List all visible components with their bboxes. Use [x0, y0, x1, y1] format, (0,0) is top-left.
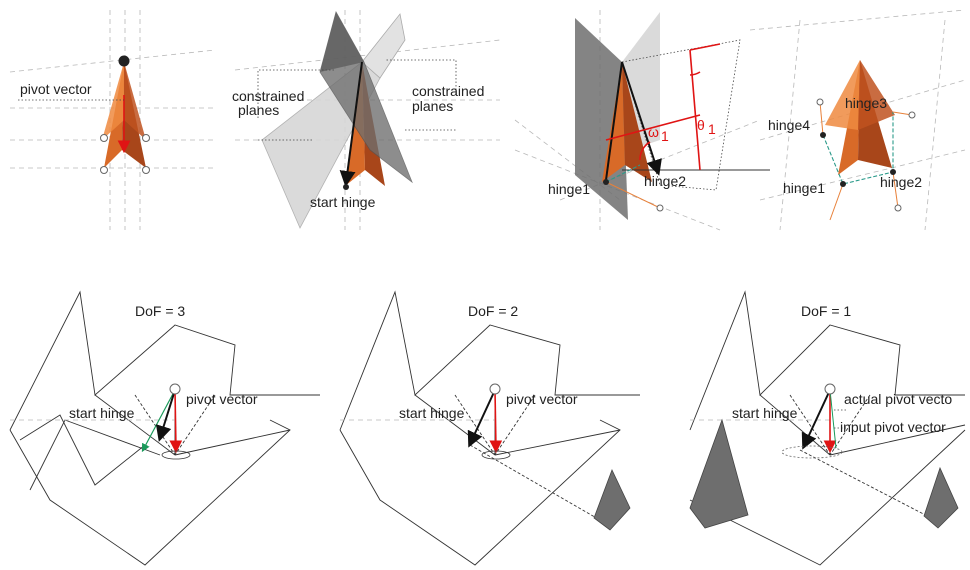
- hinge1-label: hinge1: [783, 180, 825, 196]
- theta-top-line: [689, 43, 721, 51]
- orange-edge: [892, 171, 899, 209]
- actual-pivot-vector-label: actual pivot vecto: [844, 391, 952, 407]
- dof2-label: DoF = 2: [468, 303, 518, 319]
- small-pyramid: [923, 466, 959, 529]
- start-hinge-arrow: [155, 389, 176, 442]
- theta-arc: [689, 71, 701, 76]
- panel-dof-2: DoF = 2 start hinge pivot vector: [339, 290, 640, 566]
- orange-edge: [819, 101, 824, 136]
- hinge-node: [142, 134, 150, 142]
- omega-arc: [639, 141, 651, 161]
- start-hinge-label: start hinge: [310, 194, 376, 210]
- theta-subscript: 1: [708, 121, 716, 137]
- omega-line: [605, 114, 701, 141]
- start-hinge-arrow: [467, 389, 496, 448]
- pivot-node: [489, 383, 501, 395]
- start-hinge-label: start hinge: [732, 405, 798, 421]
- hinge-node: [894, 204, 902, 212]
- hinge-node: [908, 111, 916, 119]
- hinge1-node: [840, 181, 846, 187]
- cone-base: [481, 450, 511, 460]
- start-hinge-arrow: [801, 389, 831, 450]
- leader-line: [257, 69, 335, 118]
- panel-rotation-angles: ω 1 θ 1 hinge1 hinge2: [514, 10, 770, 231]
- panel-constrained-planes: constrained planes constrained planes st…: [232, 10, 501, 230]
- pivot-node: [824, 383, 836, 395]
- orange-edge: [605, 181, 661, 209]
- hinge1-label: hinge1: [548, 181, 590, 197]
- dof1-label: DoF = 1: [801, 303, 851, 319]
- panel4-dashed-grid: [749, 9, 966, 231]
- start-hinge-label: start hinge: [399, 405, 465, 421]
- input-pivot-vector-arrow: [829, 389, 837, 449]
- pivot-vector-label: pivot vector: [506, 391, 578, 407]
- constrained-planes-right-label-2: planes: [412, 98, 453, 114]
- cone-base: [781, 445, 843, 459]
- input-pivot-vector-label: input pivot vector: [840, 419, 946, 435]
- orange-edge: [829, 183, 844, 221]
- hinge-node: [816, 98, 824, 106]
- hinge-node: [142, 166, 150, 174]
- hinge-linkage: [822, 112, 894, 185]
- panel-pivot-vector: pivot vector: [9, 10, 216, 230]
- green-hinge-vector: [141, 389, 176, 453]
- pivot-vector-label: pivot vector: [186, 391, 258, 407]
- omega-label: ω: [648, 124, 659, 140]
- pivot-vector-arrow: [489, 389, 503, 454]
- cone-base: [161, 450, 191, 460]
- hinge-node: [100, 166, 108, 174]
- hinge2-label: hinge2: [880, 174, 922, 190]
- wireframe-folded-surface: [339, 290, 640, 566]
- large-pyramid: [689, 418, 749, 529]
- panel-dof-3: DoF = 3 start hinge pivot vector: [9, 290, 320, 566]
- start-hinge-label: start hinge: [69, 405, 135, 421]
- hinge-node: [100, 134, 108, 142]
- pivot-vector-arrow: [169, 389, 183, 454]
- pivot-node: [118, 55, 130, 67]
- start-hinge-node: [343, 184, 349, 190]
- omega-subscript: 1: [661, 128, 669, 144]
- theta-label: θ: [697, 117, 705, 133]
- constrained-planes-right-label: constrained: [412, 83, 484, 99]
- constrained-planes-left-label-2: planes: [238, 102, 279, 118]
- constrained-planes-left-label: constrained: [232, 88, 304, 104]
- start-hinge-arrow: [339, 61, 363, 187]
- theta-vertical-line: [689, 49, 701, 171]
- dof3-label: DoF = 3: [135, 303, 185, 319]
- leader-line: [385, 59, 457, 90]
- hinge4-node: [820, 132, 826, 138]
- pivot-vector-label: pivot vector: [20, 81, 92, 97]
- hinge4-label: hinge4: [768, 117, 810, 133]
- hinge-vector: [605, 61, 623, 181]
- hinge-node: [656, 204, 664, 212]
- hinge3-label: hinge3: [845, 95, 887, 111]
- panel-hinges: hinge3 hinge4 hinge1 hinge2: [749, 9, 966, 231]
- small-pyramid: [593, 468, 631, 531]
- wireframe-folded-surface: [9, 290, 320, 566]
- panel-dof-1: DoF = 1 start hinge actual pivot vecto i…: [689, 290, 966, 566]
- hinge2-label: hinge2: [644, 173, 686, 189]
- constrained-plane-dark: [319, 10, 413, 184]
- origami-unit-4: [825, 60, 895, 175]
- hinge1-node: [603, 179, 609, 185]
- hinge2-node: [890, 169, 896, 175]
- hinge-vector-arrow: [621, 61, 662, 176]
- teal-edge: [605, 164, 641, 183]
- pivot-node: [169, 383, 181, 395]
